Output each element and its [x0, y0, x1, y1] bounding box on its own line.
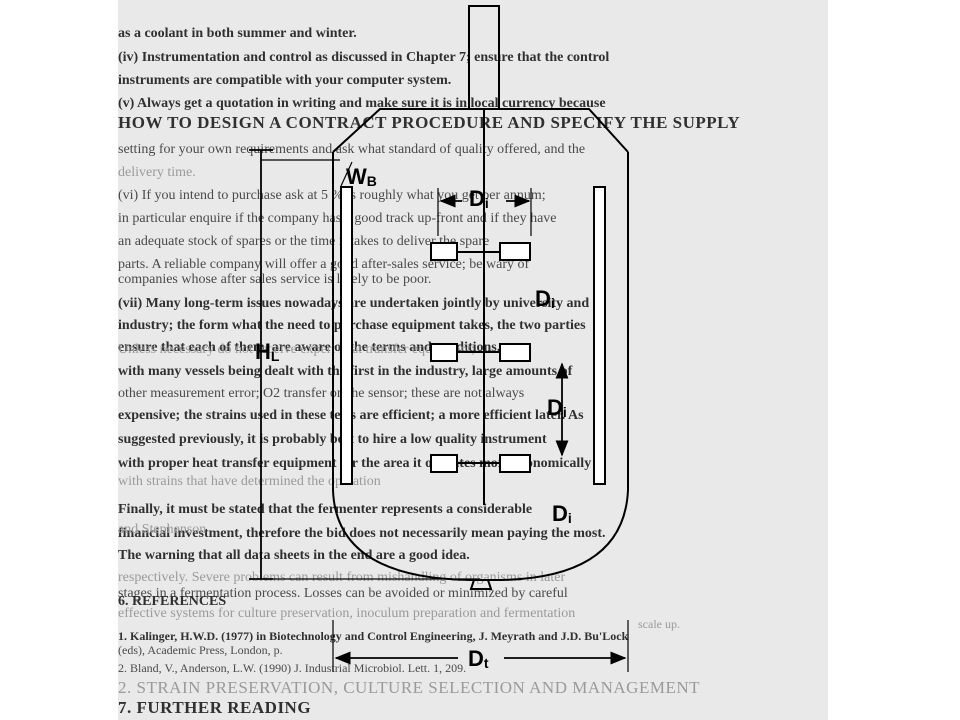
di-label-clearance: Di [552, 501, 572, 526]
motor-housing [468, 5, 500, 110]
page-text-line: (vi) If you intend to purchase ask at 5 … [118, 188, 546, 203]
page-text-line: as a coolant in both summer and winter. [118, 26, 357, 41]
page-text-line: ensure that each of them, are aware of t… [118, 340, 501, 355]
page-text-line: and Stephenson [118, 522, 207, 537]
page-text-line: in particular enquire if the company has… [118, 211, 557, 226]
agitator [430, 109, 531, 505]
page-text-line: stages in a fermentation process. Losses… [118, 586, 568, 601]
page-text-line: The warning that all data sheets in the … [118, 548, 470, 563]
di-label-middle: Di [535, 286, 555, 311]
page-text-line: (eds), Academic Press, London, p. [118, 643, 283, 657]
page-text-line: an adequate stock of spares or the time … [118, 234, 490, 249]
page-text-line: 7. FURTHER READING [118, 700, 312, 716]
dt-label: Dt [468, 646, 489, 671]
scanned-page-text: as a coolant in both summer and winter. … [118, 0, 828, 720]
hl-label: HL [255, 339, 280, 364]
page-text-line: (iv) Instrumentation and control as disc… [118, 50, 610, 65]
page-text-line: 2. Bland, V., Anderson, L.W. (1990) J. I… [118, 661, 467, 675]
page-text-line: respectively. Severe problems can result… [118, 570, 566, 585]
di-label-upper: Di [469, 186, 489, 211]
page-text-line: (v) Always get a quotation in writing an… [118, 96, 606, 111]
wb-label: WB [346, 164, 377, 189]
impeller-blade [430, 343, 458, 362]
impeller-blade [430, 454, 458, 473]
right-baffle [593, 186, 606, 485]
page-text-line: 2. STRAIN PRESERVATION, CULTURE SELECTIO… [118, 680, 700, 696]
page-text-line: Unless necessary do not receive expert h… [118, 342, 475, 357]
drain-outlet [469, 579, 493, 590]
page-text-line: financial investment, therefore the bid … [118, 526, 606, 541]
page-text-line: with strains that have determined the op… [118, 474, 381, 489]
page-text-line: effective systems for culture preservati… [118, 606, 576, 621]
wb-leader [340, 161, 353, 187]
impeller-blade [499, 454, 531, 473]
vessel-top-head [332, 108, 629, 153]
page-text-line: instruments are compatible with your com… [118, 73, 452, 88]
vessel [332, 5, 629, 590]
vessel-bottom-head [332, 489, 629, 581]
impeller-blade [499, 242, 531, 261]
dimension-labels: WB Di Di HL Di Di Dt [255, 164, 572, 671]
page-text-line: with proper heat transfer equipment for … [118, 456, 592, 471]
dimension-lines [249, 149, 629, 672]
page-text-line: HOW TO DESIGN A CONTRACT PROCEDURE AND S… [118, 115, 741, 131]
page-text-line: (vii) Many long-term issues nowadays are… [118, 296, 590, 311]
page-text-line: delivery time. [118, 165, 196, 180]
page-text-line: setting for your own requirements and as… [118, 142, 586, 157]
impeller-blade [430, 242, 458, 261]
page-text-line: parts. A reliable company will offer a g… [118, 257, 530, 272]
page-text-line: Finally, it must be stated that the ferm… [118, 502, 533, 517]
scanned-page-background [118, 0, 828, 720]
page-text-line: 6. REFERENCES [118, 594, 227, 609]
di-label-spacing: Di [547, 395, 567, 420]
page-text-line: scale up. [638, 617, 680, 631]
baffles [340, 186, 606, 485]
impeller-blade [499, 343, 531, 362]
page-text-line: other measurement error; O2 transfer on … [118, 386, 525, 401]
page-text-line: companies whose after sales service is l… [118, 272, 432, 287]
left-baffle [340, 186, 353, 485]
page-text-line: 1. Kalinger, H.W.D. (1977) in Biotechnol… [118, 629, 629, 643]
